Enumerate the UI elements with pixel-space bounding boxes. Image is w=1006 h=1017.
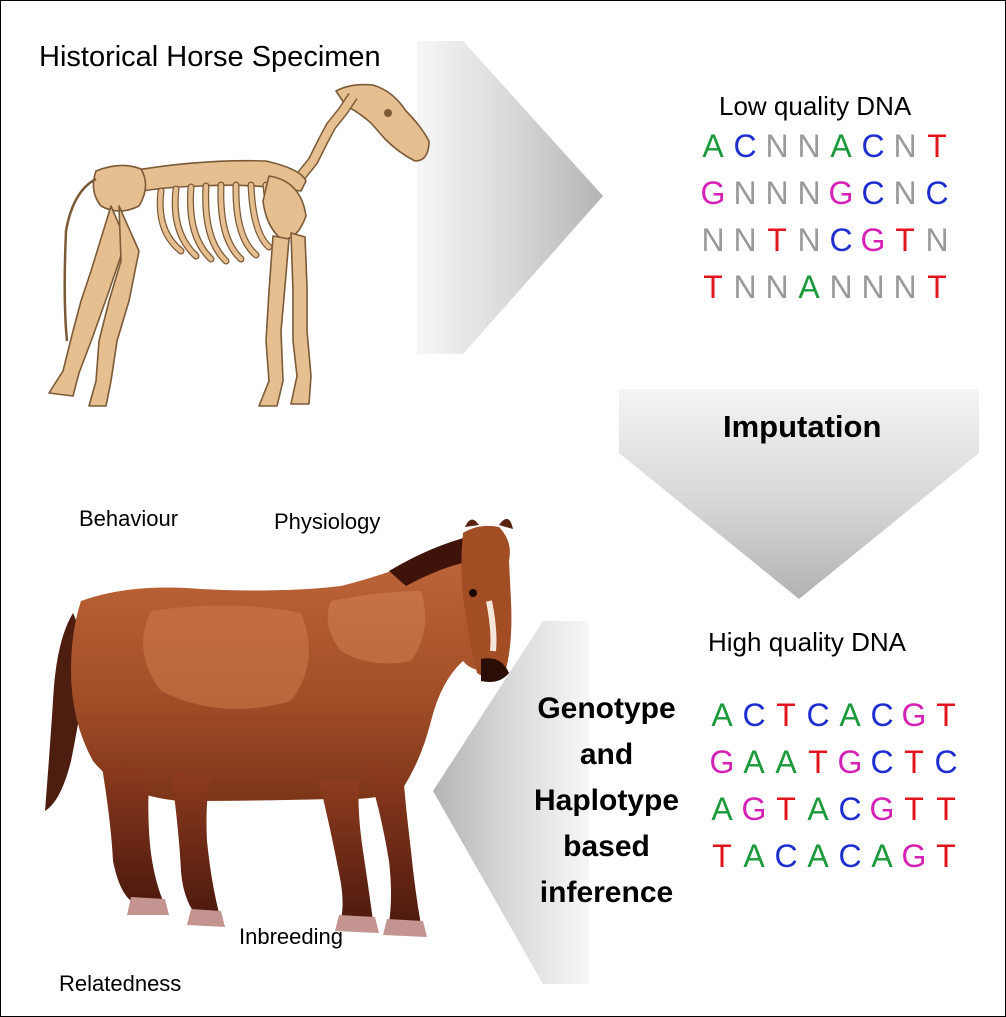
inference-label: Genotype and Haplotype based inference [509,686,704,916]
nucleotide: G [898,697,930,734]
nucleotide: N [761,175,793,212]
inference-line: inference [509,870,704,916]
nucleotide: T [921,128,953,165]
nucleotide: N [793,222,825,259]
nucleotide: G [898,838,930,875]
nucleotide: N [825,269,857,306]
nucleotide: C [857,175,889,212]
low-quality-dna-label: Low quality DNA [719,91,911,122]
nucleotide: G [866,791,898,828]
nucleotide: T [706,838,738,875]
nucleotide: A [706,697,738,734]
trait-inbreeding: Inbreeding [239,924,343,950]
nucleotide: C [857,128,889,165]
nucleotide: A [738,744,770,781]
nucleotide: A [738,838,770,875]
nucleotide: N [889,128,921,165]
nucleotide: T [770,791,802,828]
nucleotide: T [930,791,962,828]
nucleotide: G [825,175,857,212]
nucleotide: G [697,175,729,212]
nucleotide: C [834,838,866,875]
arrow-right-icon [417,41,603,354]
nucleotide: C [770,838,802,875]
nucleotide: T [930,697,962,734]
nucleotide: A [802,791,834,828]
nucleotide: A [770,744,802,781]
nucleotide: N [729,222,761,259]
inference-line: Genotype [509,686,704,732]
inference-line: Haplotype [509,778,704,824]
bay-horse-illustration [45,519,513,937]
nucleotide: C [866,697,898,734]
nucleotide: A [793,269,825,306]
nucleotide: N [889,269,921,306]
nucleotide: N [729,269,761,306]
imputation-label: Imputation [723,409,881,445]
nucleotide: C [866,744,898,781]
nucleotide: A [866,838,898,875]
nucleotide: G [738,791,770,828]
nucleotide: A [802,838,834,875]
nucleotide: T [802,744,834,781]
nucleotide: N [889,175,921,212]
nucleotide: C [738,697,770,734]
nucleotide: C [921,175,953,212]
trait-physiology: Physiology [274,509,380,535]
nucleotide: C [802,697,834,734]
nucleotide: T [761,222,793,259]
nucleotide: C [930,744,962,781]
nucleotide: T [889,222,921,259]
nucleotide: T [898,744,930,781]
nucleotide: A [825,128,857,165]
trait-behaviour: Behaviour [79,506,178,532]
nucleotide: N [729,175,761,212]
nucleotide: G [857,222,889,259]
nucleotide: N [793,128,825,165]
trait-relatedness: Relatedness [59,971,181,997]
nucleotide: T [930,838,962,875]
nucleotide: C [825,222,857,259]
inference-line: and [509,732,704,778]
nucleotide: N [697,222,729,259]
nucleotide: C [834,791,866,828]
nucleotide: A [834,697,866,734]
nucleotide: N [857,269,889,306]
nucleotide: T [898,791,930,828]
nucleotide: G [706,744,738,781]
nucleotide: A [706,791,738,828]
nucleotide: N [761,269,793,306]
nucleotide: T [770,697,802,734]
nucleotide: T [921,269,953,306]
nucleotide: N [761,128,793,165]
horse-skeleton-illustration [49,85,429,406]
nucleotide: T [697,269,729,306]
nucleotide: N [793,175,825,212]
nucleotide: C [729,128,761,165]
figure-title: Historical Horse Specimen [39,41,381,74]
nucleotide: N [921,222,953,259]
inference-line: based [509,824,704,870]
nucleotide: A [697,128,729,165]
nucleotide: G [834,744,866,781]
high-quality-dna-label: High quality DNA [708,627,906,658]
